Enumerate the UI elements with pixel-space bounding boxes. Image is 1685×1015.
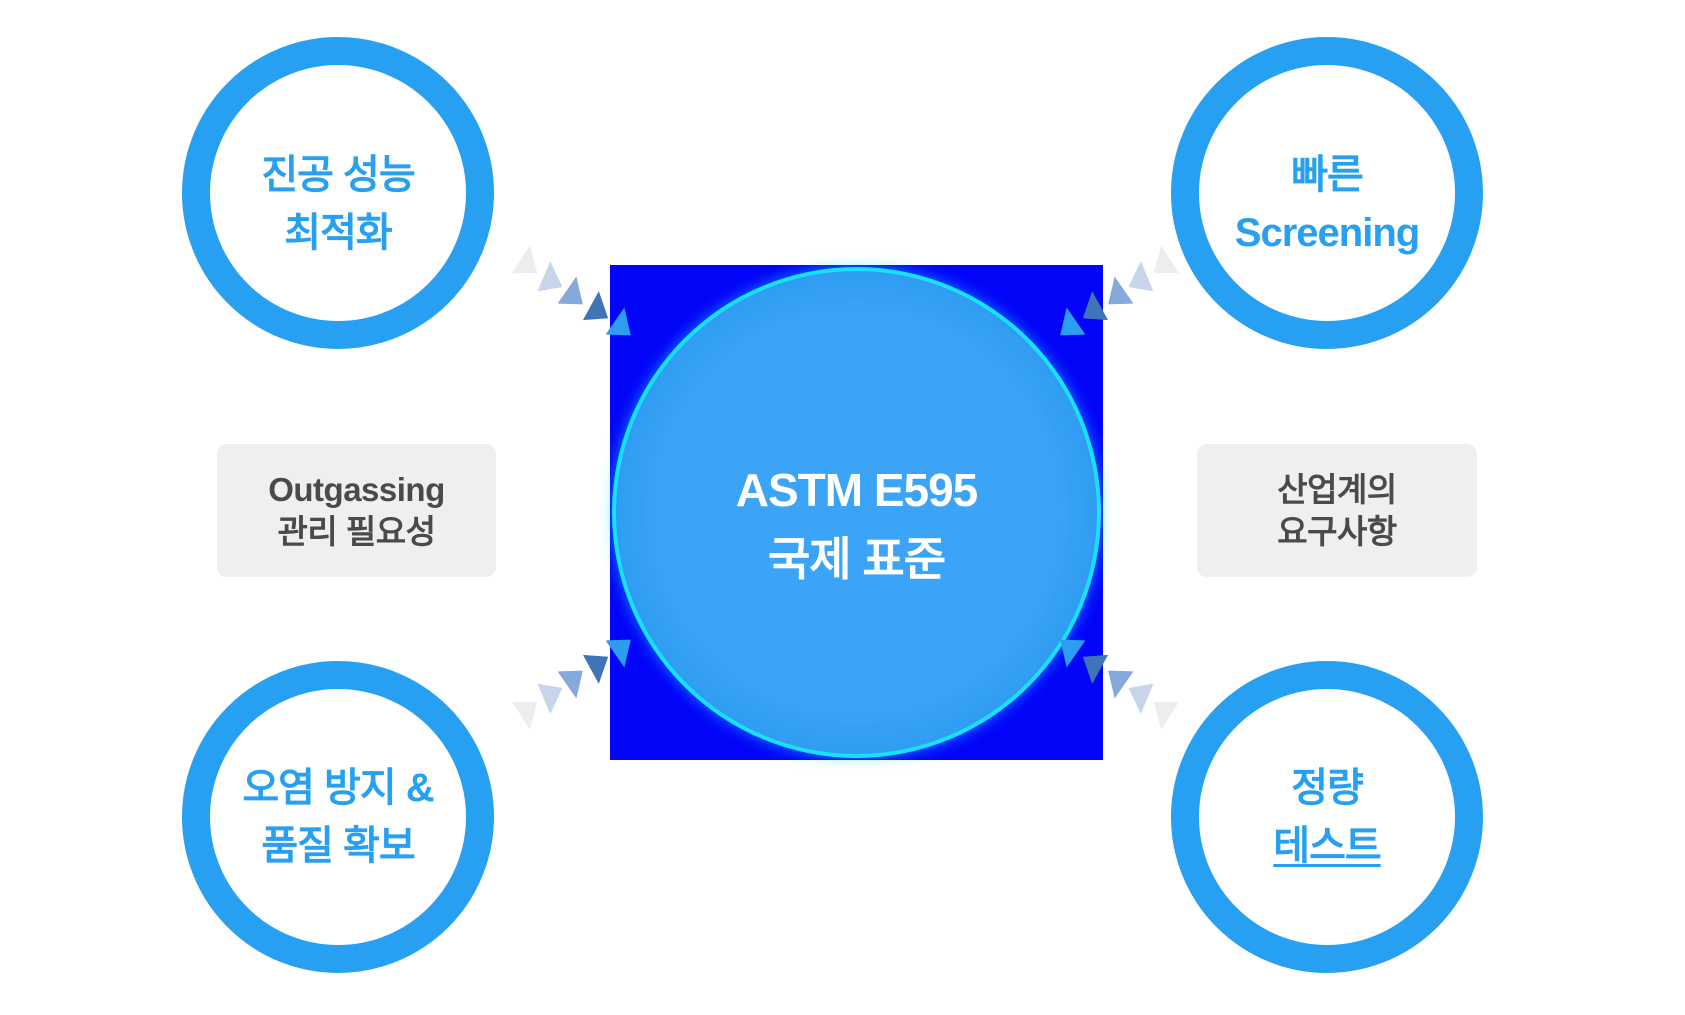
node-contamination-prevention: 오염 방지 & 품질 확보 bbox=[182, 661, 494, 973]
label-line: 관리 필요성 bbox=[277, 512, 436, 550]
label-outgassing-management-text: Outgassing 관리 필요성 bbox=[268, 469, 445, 553]
chevron-triangle-icon bbox=[1081, 290, 1108, 322]
center-title-line1: ASTM E595 bbox=[735, 463, 979, 516]
center-circle: ASTM E595 국제 표준 bbox=[612, 267, 1101, 758]
node-fast-screening-label: 빠른 Screening bbox=[1234, 124, 1420, 262]
chevron-triangle-icon bbox=[1150, 698, 1179, 731]
node-line: 품질 확보 bbox=[261, 824, 415, 868]
chevron-triangle-icon bbox=[1128, 261, 1154, 292]
node-line: 정량 bbox=[1291, 766, 1364, 810]
chevron-triangle-icon bbox=[512, 243, 541, 276]
node-line: 빠른 bbox=[1291, 153, 1364, 197]
center-title-line2: 국제 표준 bbox=[767, 532, 946, 585]
chevron-triangle-icon bbox=[1128, 684, 1154, 715]
chevron-triangle-icon bbox=[558, 667, 588, 701]
center-square: ASTM E595 국제 표준 bbox=[610, 265, 1103, 760]
node-vacuum-performance-label: 진공 성능 최적화 bbox=[261, 124, 415, 262]
chevron-triangle-icon bbox=[606, 636, 636, 670]
node-line-underlined: 테스트 bbox=[1273, 824, 1381, 868]
arrow-trail-bottom-left bbox=[514, 638, 634, 730]
label-line: Outgassing bbox=[268, 470, 445, 508]
node-quantitative-test-label: 정량 테스트 bbox=[1273, 759, 1381, 875]
arrow-trail-bottom-right bbox=[1057, 638, 1177, 730]
chevron-triangle-icon bbox=[558, 274, 588, 308]
chevron-triangle-icon bbox=[536, 684, 562, 715]
node-vacuum-performance: 진공 성능 최적화 bbox=[182, 37, 494, 349]
node-line: 오염 방지 & bbox=[242, 766, 434, 810]
chevron-triangle-icon bbox=[536, 261, 562, 292]
label-industry-requirements-text: 산업계의 요구사항 bbox=[1277, 469, 1397, 553]
arrow-trail-top-left bbox=[514, 245, 634, 337]
node-quantitative-test: 정량 테스트 bbox=[1171, 661, 1483, 973]
arrow-trail-top-right bbox=[1057, 245, 1177, 337]
node-line: Screening bbox=[1234, 211, 1420, 255]
chevron-triangle-icon bbox=[1104, 274, 1134, 308]
node-line: 진공 성능 bbox=[261, 153, 415, 197]
node-line: 최적화 bbox=[284, 211, 392, 255]
chevron-triangle-icon bbox=[583, 653, 610, 685]
chevron-triangle-icon bbox=[606, 305, 636, 339]
label-line: 요구사항 bbox=[1277, 512, 1397, 550]
chevron-triangle-icon bbox=[1150, 243, 1179, 276]
label-line: 산업계의 bbox=[1277, 470, 1397, 508]
chevron-triangle-icon bbox=[1104, 667, 1134, 701]
node-fast-screening: 빠른 Screening bbox=[1171, 37, 1483, 349]
chevron-triangle-icon bbox=[512, 698, 541, 731]
node-contamination-prevention-label: 오염 방지 & 품질 확보 bbox=[242, 759, 434, 875]
chevron-triangle-icon bbox=[583, 290, 610, 322]
center-title: ASTM E595 국제 표준 bbox=[735, 432, 979, 594]
chevron-triangle-icon bbox=[1056, 636, 1086, 670]
label-industry-requirements: 산업계의 요구사항 bbox=[1197, 444, 1477, 577]
chevron-triangle-icon bbox=[1056, 305, 1086, 339]
label-outgassing-management: Outgassing 관리 필요성 bbox=[217, 444, 496, 577]
chevron-triangle-icon bbox=[1081, 653, 1108, 685]
